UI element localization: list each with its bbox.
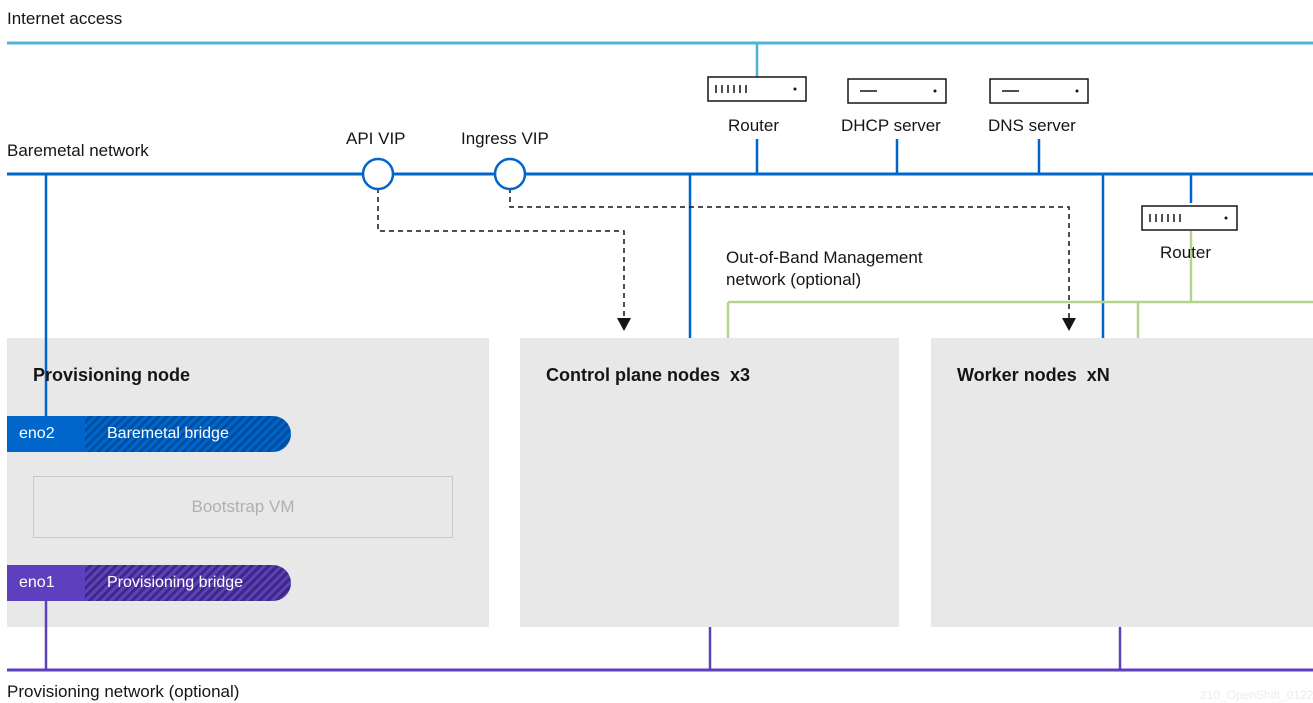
oob-network-label-line2: network (optional) <box>726 270 862 289</box>
eno2-port: eno2 <box>7 416 85 452</box>
api-vip-arrowhead <box>617 318 631 331</box>
router-top-label: Router <box>728 116 780 135</box>
api-vip-circle <box>361 157 395 191</box>
control-plane-nodes-box <box>520 338 899 627</box>
worker-nodes-box <box>931 338 1313 627</box>
provisioning-network-label: Provisioning network (optional) <box>7 682 240 701</box>
dns-server-label: DNS server <box>988 116 1076 135</box>
ingress-vip-arrowhead <box>1062 318 1076 331</box>
eno1-provisioning-bridge: eno1 Provisioning bridge <box>7 565 291 601</box>
ingress-vip-circle <box>493 157 527 191</box>
control-plane-nodes-title: Control plane nodes x3 <box>546 365 751 385</box>
dhcp-server-label: DHCP server <box>841 116 941 135</box>
watermark: 210_OpenShift_0122 <box>1200 688 1313 702</box>
router-top-icon <box>707 76 807 102</box>
bootstrap-vm-label: Bootstrap VM <box>191 497 295 516</box>
oob-network-label-line1: Out-of-Band Management <box>726 248 923 267</box>
provisioning-node-title: Provisioning node <box>33 365 191 385</box>
worker-nodes-title: Worker nodes xN <box>957 365 1110 385</box>
internet-access-label: Internet access <box>7 9 123 28</box>
baremetal-network-label: Baremetal network <box>7 141 149 160</box>
api-vip-arrow-line <box>377 188 625 318</box>
router-oob-icon <box>1141 205 1238 231</box>
dhcp-server-icon <box>847 78 947 104</box>
api-vip-label: API VIP <box>346 129 406 148</box>
ingress-vip-label: Ingress VIP <box>461 129 549 148</box>
eno2-baremetal-bridge: eno2 Baremetal bridge <box>7 416 291 452</box>
router-oob-label: Router <box>1160 243 1212 262</box>
eno1-port: eno1 <box>7 565 85 601</box>
ingress-vip-arrow-line <box>509 188 1070 318</box>
baremetal-bridge: Baremetal bridge <box>85 416 291 452</box>
dns-server-icon <box>989 78 1089 104</box>
provisioning-bridge: Provisioning bridge <box>85 565 291 601</box>
bootstrap-vm-box: Bootstrap VM <box>33 476 453 538</box>
